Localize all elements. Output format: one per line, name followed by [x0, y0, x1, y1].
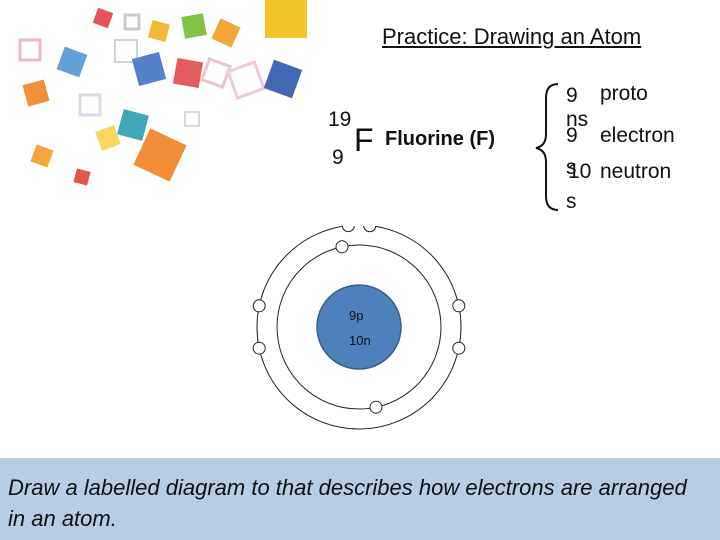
outer-shell	[256, 226, 462, 430]
proton-count: 9	[566, 84, 578, 107]
electron-shell-2	[363, 226, 377, 233]
nucleus	[316, 284, 402, 370]
electron-count: 9	[566, 124, 578, 147]
element-symbol: F	[354, 122, 374, 158]
left-brace	[535, 83, 559, 211]
neutron-label-wrap: s	[566, 190, 577, 213]
instruction-text: Draw a labelled diagram to that describe…	[8, 475, 687, 531]
nucleus-protons: 9p	[349, 308, 363, 323]
decorative-cubes	[18, 0, 307, 186]
page-title: Practice: Drawing an Atom	[382, 24, 642, 49]
electron-shell-2	[252, 341, 266, 355]
neutron-label: neutron	[600, 160, 672, 183]
element-name: Fluorine (F)	[385, 128, 495, 150]
proton-label: proto	[600, 82, 648, 105]
nucleus-neutrons: 10n	[349, 333, 371, 348]
electron-label: electron	[600, 124, 675, 147]
inner-shell	[276, 244, 442, 410]
electron-label-wrap: s	[566, 156, 577, 179]
atom-diagram: 9p 10n	[252, 226, 466, 430]
electron-shell-2	[452, 341, 466, 355]
atomic-number: 9	[332, 146, 344, 169]
mass-number: 19	[328, 108, 352, 131]
electron-shell-1	[369, 400, 383, 414]
proton-label-wrap: ns	[566, 108, 589, 131]
neutron-count: 10	[568, 160, 592, 183]
electron-shell-2	[252, 299, 266, 313]
electron-shell-2	[452, 299, 466, 313]
electron-shell-1	[335, 240, 349, 254]
electron-shell-2	[341, 226, 355, 233]
instruction-banner: Draw a labelled diagram to that describe…	[0, 458, 720, 540]
